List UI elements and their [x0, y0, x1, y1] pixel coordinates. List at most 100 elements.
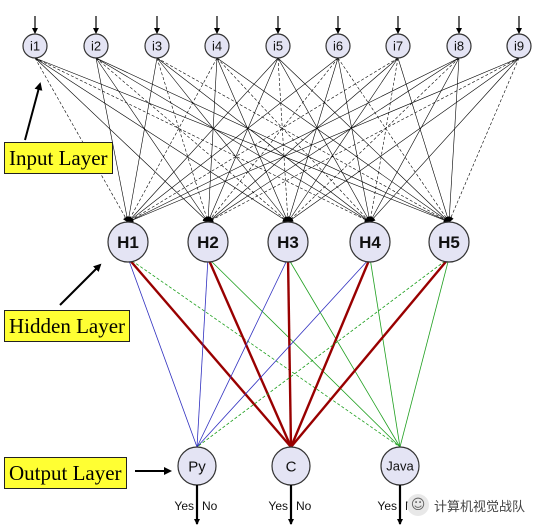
hidden-node-label: H3 [277, 233, 299, 252]
edge-i1-H4 [34, 57, 371, 223]
edge-i1-H3 [34, 57, 289, 223]
edge-i4-H1 [127, 57, 218, 223]
input-node-i1: i1 [22, 33, 48, 59]
edge-i7-H4 [367, 57, 399, 223]
input-node-i6: i6 [325, 33, 351, 59]
edge-i3-H2 [156, 57, 210, 223]
edge-H2-Py [196, 257, 209, 448]
edge-i4-H2 [205, 57, 218, 223]
input-node-label: i4 [212, 39, 222, 54]
edge-i2-H5 [95, 57, 450, 223]
hidden-node-label: H1 [117, 233, 139, 252]
input-node-i3: i3 [144, 33, 170, 59]
hidden-node-h2: H2 [187, 221, 229, 263]
edge-i6-H4 [337, 57, 372, 223]
hidden-node-h1: H1 [107, 221, 149, 263]
edge-H1-C [127, 257, 292, 448]
edge-i7-H3 [287, 57, 399, 223]
output-node-py: Py [177, 446, 217, 486]
edge-H3-C [286, 257, 293, 448]
edge-i1-H5 [34, 57, 450, 223]
edge-i9-H4 [369, 57, 520, 223]
hidden-node-h4: H4 [349, 221, 391, 263]
input-node-label: i6 [333, 39, 343, 54]
layer-label-arrows [24, 82, 172, 475]
hidden-node-label: H5 [438, 233, 460, 252]
edge-i8-H4 [369, 57, 460, 223]
edge-i3-H3 [156, 57, 289, 223]
hidden-node-h3: H3 [267, 221, 309, 263]
hidden-label-arrow [59, 263, 102, 306]
edge-H3-Java [287, 257, 401, 448]
edge-i2-H1 [95, 57, 130, 223]
output-yes-label: Yes [174, 499, 194, 513]
input-node-label: i9 [514, 39, 524, 54]
edge-H5-Py [196, 257, 450, 448]
hidden-output-edges [127, 257, 450, 448]
input-node-i4: i4 [204, 33, 230, 59]
edge-i1-H2 [34, 57, 209, 223]
input-node-i9: i9 [506, 33, 532, 59]
edge-i2-H3 [95, 57, 289, 223]
edge-i8-H2 [207, 57, 460, 223]
input-node-label: i2 [91, 39, 101, 54]
input-arrows [32, 16, 522, 34]
edge-i8-H5 [446, 57, 460, 223]
edge-i9-H1 [127, 57, 520, 223]
edge-i8-H1 [127, 57, 460, 223]
hidden-layer-label: Hidden Layer [4, 310, 131, 342]
edge-H5-Java [399, 257, 450, 448]
output-yes-label: Yes [268, 499, 288, 513]
edge-i7-H2 [207, 57, 399, 223]
output-node-c: C [271, 446, 311, 486]
edge-i5-H1 [127, 57, 279, 223]
edge-H1-Java [127, 257, 401, 448]
input-node-i8: i8 [446, 33, 472, 59]
input-node-label: i5 [273, 39, 283, 54]
input-node-label: i3 [152, 39, 162, 54]
edge-H3-Py [196, 257, 289, 448]
input-label-arrow [24, 82, 43, 141]
output-layer-label: Output Layer [4, 457, 127, 489]
edge-i8-H3 [287, 57, 460, 223]
edge-i9-H3 [287, 57, 520, 223]
edge-H2-Java [207, 257, 401, 448]
input-layer-label: Input Layer [4, 142, 113, 174]
edge-i5-H2 [207, 57, 279, 223]
input-node-i7: i7 [385, 33, 411, 59]
edge-i1-H1 [34, 57, 129, 223]
output-node-label: Py [188, 458, 206, 475]
edge-H2-C [206, 257, 293, 448]
input-node-label: i7 [393, 39, 403, 54]
output-no-label: No [296, 499, 312, 513]
edge-i7-H5 [397, 57, 451, 223]
edge-i2-H2 [95, 57, 209, 223]
edge-H4-Java [369, 257, 401, 448]
edge-i3-H1 [125, 57, 158, 223]
output-choices: YesNoYesNoYesNo [174, 485, 421, 525]
edge-i6-H5 [337, 57, 450, 223]
edge-i7-H1 [127, 57, 399, 223]
input-node-i5: i5 [265, 33, 291, 59]
hidden-node-label: H2 [197, 233, 219, 252]
input-node-i2: i2 [83, 33, 109, 59]
edge-i9-H2 [207, 57, 520, 223]
output-node-label: Java [386, 459, 414, 474]
edge-H1-Py [127, 257, 198, 448]
wechat-icon: ☺ [407, 494, 429, 516]
edge-i5-H3 [277, 57, 291, 223]
input-node-label: i8 [454, 39, 464, 54]
edge-H4-C [289, 257, 372, 448]
edge-i6-H1 [127, 57, 339, 223]
input-hidden-edges [34, 57, 520, 223]
edge-H5-C [290, 257, 450, 448]
edge-i4-H3 [216, 57, 289, 223]
output-node-label: C [286, 458, 297, 475]
output-yes-label: Yes [377, 499, 397, 513]
output-node-java: Java [380, 446, 420, 486]
watermark-text: 计算机视觉战队 [434, 499, 526, 515]
input-node-label: i1 [30, 39, 40, 54]
edge-H4-Py [196, 257, 371, 448]
